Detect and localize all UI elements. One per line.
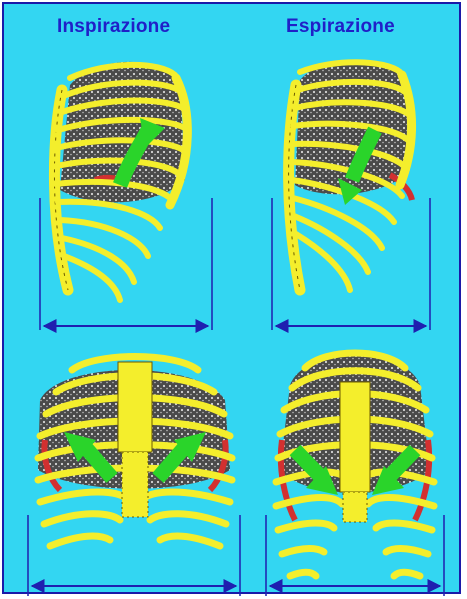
sternum-left-bottom: [118, 362, 152, 452]
expiration-side-view: [272, 60, 430, 330]
spine-right-bottom: [343, 492, 367, 522]
inspiration-front-view: [28, 357, 240, 597]
inspiration-side-view: [40, 62, 212, 330]
sternum-right-bottom: [340, 382, 370, 492]
spine-right-top: [289, 85, 300, 290]
expiration-front-view: [266, 353, 444, 596]
spine-left-bottom: [122, 452, 148, 517]
